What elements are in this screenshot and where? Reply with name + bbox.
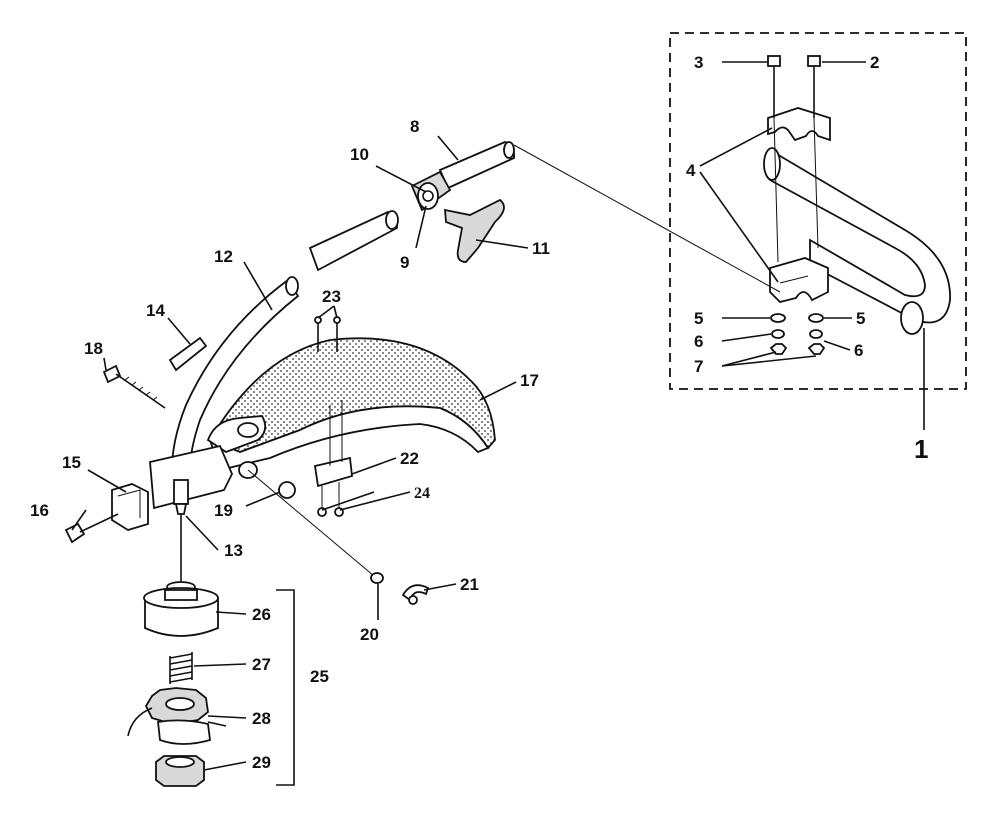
label-5-right: 5 [856, 309, 865, 328]
label-29: 29 [252, 753, 271, 772]
bolt-2 [807, 55, 821, 249]
label-8: 8 [410, 117, 419, 136]
leader-lines [71, 61, 925, 771]
washers-and-nuts [769, 313, 826, 355]
drive-shaft-tip [173, 479, 189, 582]
label-19: 19 [214, 501, 233, 520]
handle-part [763, 147, 951, 335]
handle-clamp-lower [769, 257, 829, 303]
label-1: 1 [914, 434, 928, 464]
label-2: 2 [870, 53, 879, 72]
label-17: 17 [520, 371, 539, 390]
bolt-18 [102, 364, 166, 409]
label-12: 12 [214, 247, 233, 266]
spool-with-line [127, 687, 227, 745]
clamp-knob [444, 198, 505, 263]
label-4: 4 [686, 161, 696, 180]
handle-assembly-box [669, 32, 967, 390]
label-22: 22 [400, 449, 419, 468]
shield-bracket [313, 400, 353, 488]
label-20: 20 [360, 625, 379, 644]
label-24: 24 [414, 485, 430, 502]
label-15: 15 [62, 453, 81, 472]
shaft-coupling [410, 170, 452, 212]
screws-24 [317, 482, 344, 517]
label-26: 26 [252, 605, 271, 624]
spring [169, 652, 193, 684]
handle-clamp-upper [767, 107, 831, 142]
label-14: 14 [146, 301, 165, 320]
assembly-bracket-25 [276, 589, 295, 786]
label-9: 9 [400, 253, 409, 272]
label-10: 10 [350, 145, 369, 164]
pivot-hardware [238, 461, 430, 605]
label-7: 7 [694, 357, 703, 376]
label-23: 23 [322, 287, 341, 306]
middle-shaft [308, 210, 399, 272]
label-6-left: 6 [694, 332, 703, 351]
label-28: 28 [252, 709, 271, 728]
label-13: 13 [224, 541, 243, 560]
trimmer-head-housing [143, 581, 219, 637]
bump-knob [155, 755, 205, 787]
label-21: 21 [460, 575, 479, 594]
upper-shaft [438, 141, 781, 293]
label-6-right: 6 [854, 341, 863, 360]
mounting-clamp [111, 444, 233, 531]
label-16: 16 [30, 501, 49, 520]
label-18: 18 [84, 339, 103, 358]
label-3: 3 [694, 53, 703, 72]
trimmer-shield [206, 337, 496, 472]
label-27: 27 [252, 655, 271, 674]
label-11: 11 [532, 239, 550, 258]
bolt-3 [767, 55, 781, 263]
label-decal [168, 336, 208, 372]
label-5-left: 5 [694, 309, 703, 328]
label-25: 25 [310, 667, 329, 686]
